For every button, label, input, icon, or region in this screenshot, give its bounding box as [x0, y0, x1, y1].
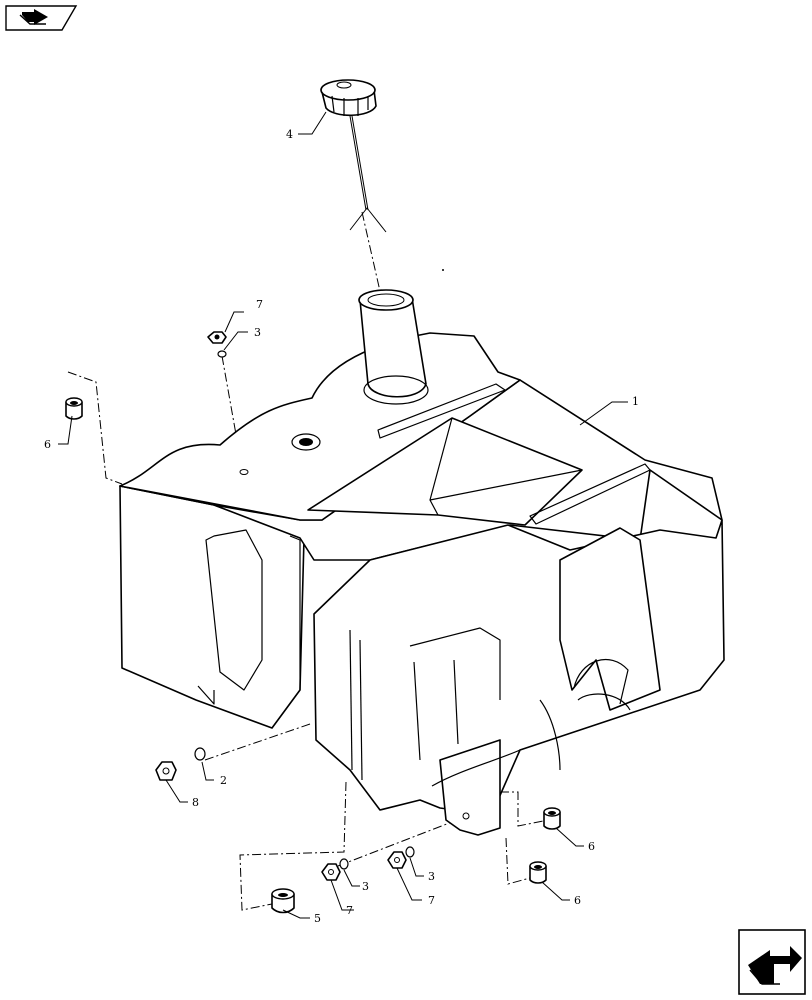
callout-1: 1	[632, 395, 639, 408]
callout-7-bottom-left: 7	[346, 904, 353, 917]
callout-6-left: 6	[44, 438, 51, 451]
assembly-lines	[67, 211, 549, 911]
callout-labels: 4 7 3 6 1 2 8 5 3 7 3 7 6 6	[44, 128, 639, 925]
hardware-parts	[65, 331, 561, 914]
washer-bottom-2	[405, 846, 415, 858]
callout-5: 5	[314, 912, 321, 925]
callout-6-right-upper: 6	[588, 840, 595, 853]
washer-lower-left	[194, 747, 206, 761]
fuel-tank	[119, 289, 725, 836]
callout-7-top: 7	[256, 298, 263, 311]
nut-bottom-2	[387, 851, 407, 869]
next-page-arrow-icon[interactable]	[738, 929, 806, 995]
drain-plug-bottom	[271, 888, 295, 914]
callout-4: 4	[286, 128, 293, 141]
previous-page-arrow-icon[interactable]	[5, 5, 78, 31]
washer-top	[217, 350, 227, 358]
nut-lower-left	[155, 761, 177, 781]
callout-2: 2	[220, 774, 227, 787]
nut-top	[207, 331, 227, 344]
drain-plug-right-1	[543, 807, 561, 830]
callout-3-bottom-left: 3	[362, 880, 369, 893]
callout-6-right-lower: 6	[574, 894, 581, 907]
callout-7-bottom-right: 7	[428, 894, 435, 907]
fuel-cap	[320, 79, 387, 233]
drain-plug-right-2	[529, 861, 547, 884]
callout-3-top: 3	[254, 326, 261, 339]
filler-neck	[358, 289, 429, 405]
mount-flange	[291, 433, 321, 451]
drain-plug-left	[65, 397, 83, 420]
washer-bottom-1	[339, 858, 349, 870]
nut-bottom-1	[321, 863, 341, 881]
callout-3-bottom-right: 3	[428, 870, 435, 883]
callout-8: 8	[192, 796, 199, 809]
leader-lines	[58, 111, 628, 919]
